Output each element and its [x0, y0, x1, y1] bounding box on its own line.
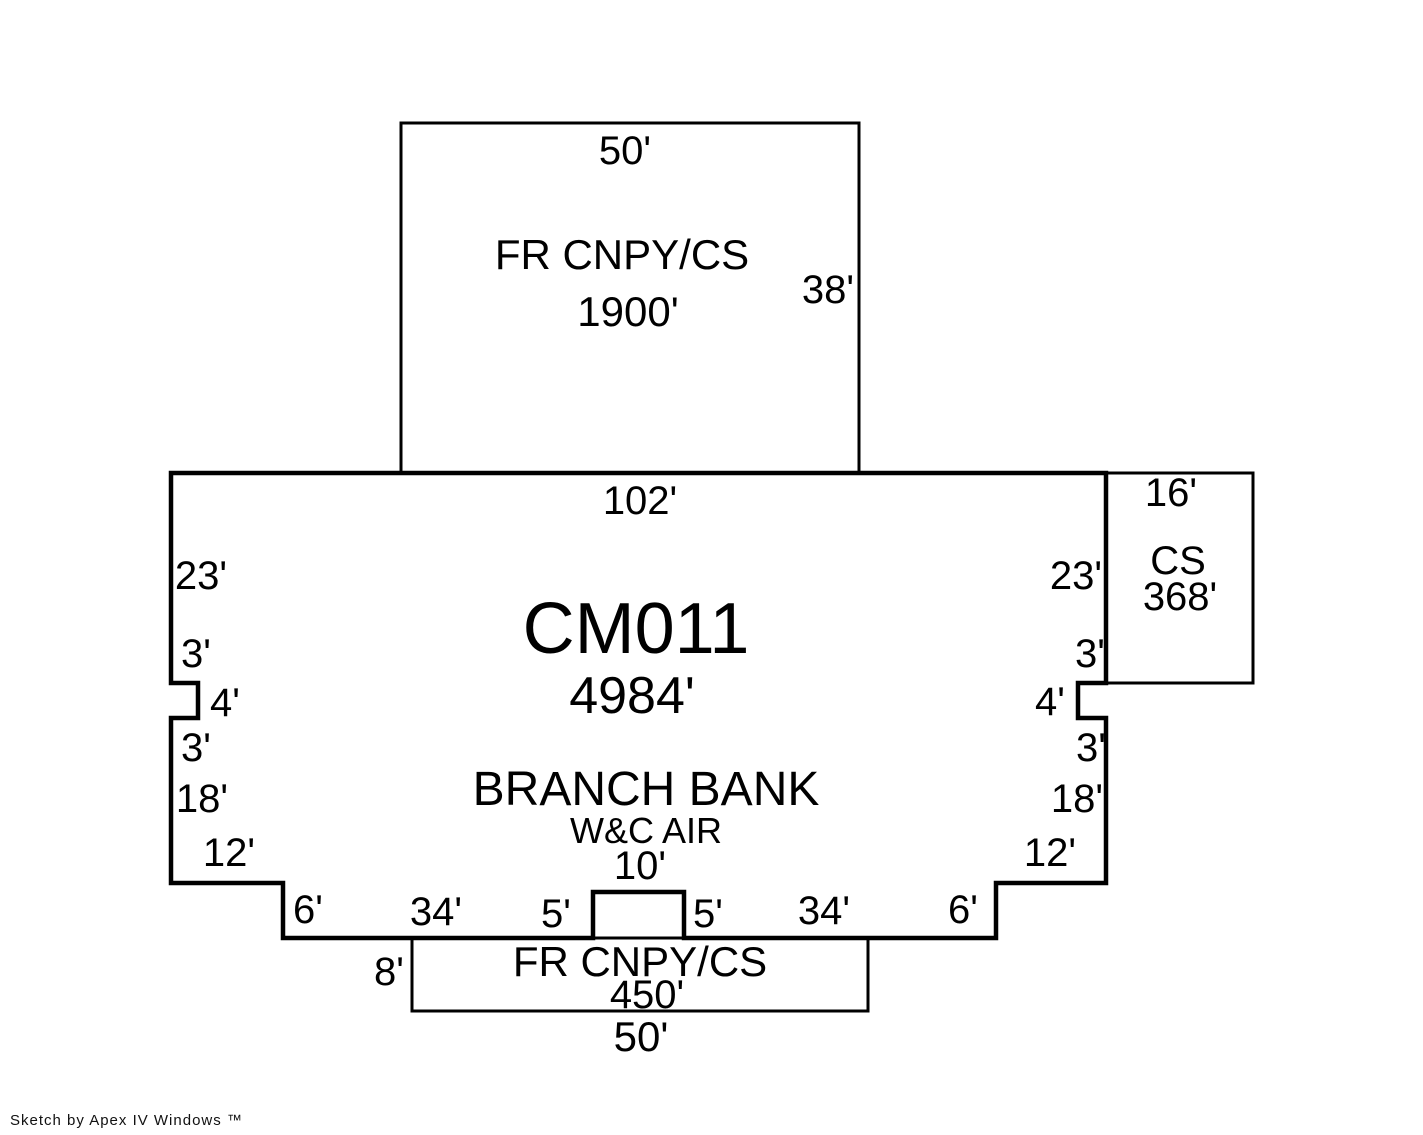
top-canopy-height-label: 38' [801, 268, 855, 312]
top-canopy-name-label: FR CNPY/CS [494, 231, 750, 278]
top-canopy-area-label: 1900' [577, 288, 679, 335]
building-air-note-label: W&C AIR [569, 810, 723, 851]
building-area-label: 4984' [569, 667, 695, 725]
top-canopy-width-label: 50' [598, 129, 652, 173]
dimension-label-right-6: 12' [1023, 831, 1077, 875]
dimension-label-left-5: 18' [175, 777, 229, 821]
bottom-canopy-height-label: 8' [374, 950, 404, 994]
bottom-canopy-area-label: 450' [609, 973, 685, 1017]
dimension-label-right-1: 23' [1049, 554, 1103, 598]
cs-area-label: 368' [1142, 575, 1218, 619]
dimension-label-bottom-3: 5' [541, 892, 571, 936]
dimension-label-right-5: 18' [1050, 777, 1104, 821]
dimension-label-left-1: 23' [174, 554, 228, 598]
cs-name-label: CS [1150, 539, 1206, 583]
dimension-label-right-2: 3' [1075, 632, 1105, 676]
bump-width-label: 10' [613, 844, 667, 888]
dimension-label-bottom-5: 34' [797, 889, 851, 933]
cs-width-label: 16' [1144, 471, 1198, 515]
apex-software-credit: Sketch by Apex IV Windows ™ [10, 1112, 243, 1129]
dimension-label-right-4: 3' [1076, 726, 1106, 770]
dimension-label-left-2: 3' [181, 632, 211, 676]
bottom-canopy-name-label: FR CNPY/CS [512, 938, 768, 985]
main-top-width-label: 102' [602, 479, 678, 523]
dimension-label-right-3: 4' [1035, 680, 1065, 724]
dimension-label-left-4: 3' [181, 726, 211, 770]
dimension-label-bottom-2: 34' [409, 890, 463, 934]
dimension-label-left-6: 12' [202, 831, 256, 875]
building-name-label: BRANCH BANK [472, 763, 820, 816]
bottom-canopy-width-label: 50' [613, 1013, 669, 1060]
dimension-label-left-3: 4' [210, 681, 240, 725]
dimension-label-bottom-1: 6' [293, 888, 323, 932]
dimension-label-bottom-4: 5' [693, 892, 723, 936]
main-building-outline [168, 470, 1109, 941]
dimension-label-bottom-6: 6' [948, 888, 978, 932]
bottom-canopy-outline [410, 936, 870, 1013]
building-code-label: CM011 [522, 589, 750, 669]
